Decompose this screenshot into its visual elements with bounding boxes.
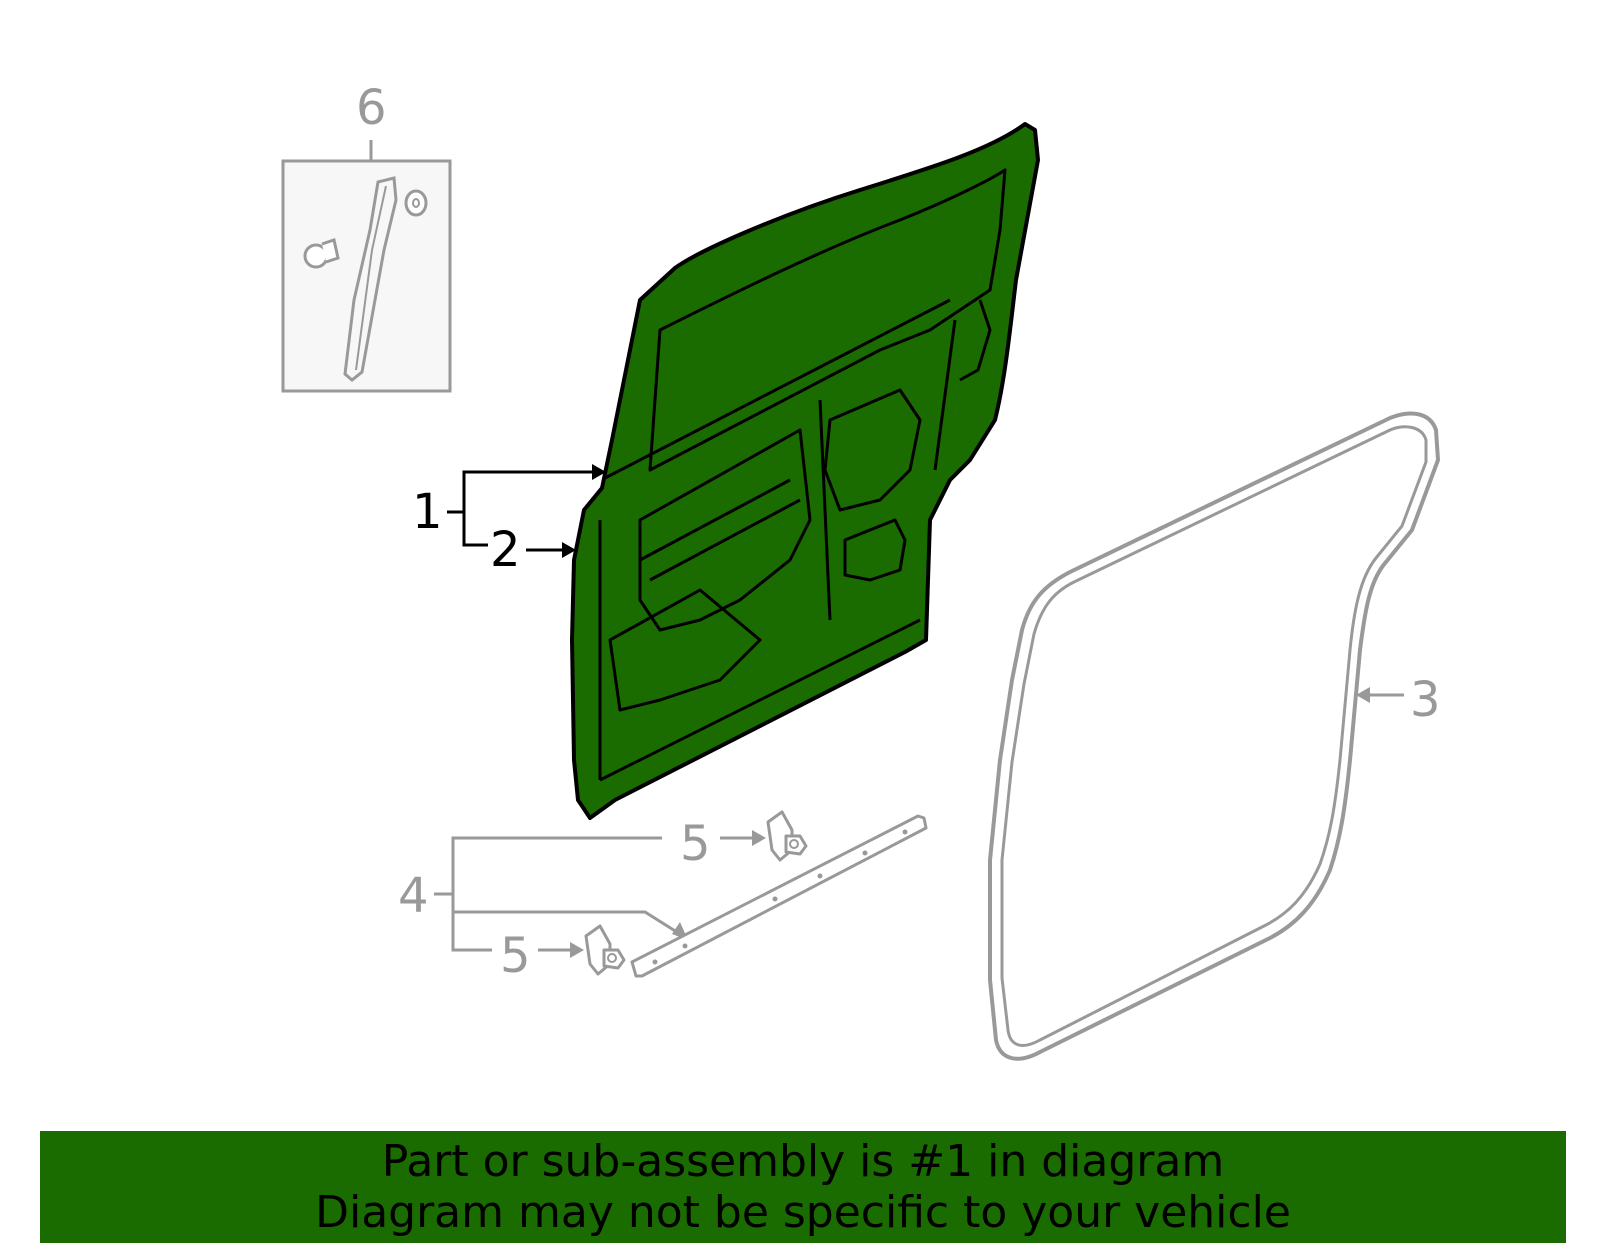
door-lock-area: [959, 299, 992, 382]
callout-1-2-leaders: [447, 464, 606, 558]
door-inner-rib-1: [649, 498, 801, 582]
part-5b-arrowhead: [570, 942, 584, 958]
molding-holes: [652, 829, 908, 965]
door-lower-edge: [599, 618, 921, 782]
part-3-arrowhead: [1356, 687, 1370, 703]
door-window-frame: [648, 168, 1007, 472]
weatherstrip-inner: [1000, 425, 1428, 1047]
part-3-weatherstrip: [988, 411, 1440, 1061]
part-4-bracket: [451, 836, 662, 952]
door-belt-line: [604, 298, 951, 480]
door-inner-panel: [638, 428, 812, 632]
part-4-molding: [630, 814, 928, 978]
part-6-trim-groove: [355, 185, 387, 371]
door-inner-panel-2: [823, 388, 922, 512]
callout-1: 1: [412, 484, 443, 540]
part-6-trim-piece: [343, 176, 398, 382]
callout-3: 3: [1410, 672, 1441, 728]
part-5b-clip-icon: [584, 924, 626, 976]
door-inner-panel-4: [608, 588, 762, 712]
part-5a-arrowhead: [752, 830, 766, 846]
callout-2: 2: [490, 522, 521, 578]
callout-4: 4: [398, 868, 429, 924]
part-4-leader: [453, 910, 681, 936]
callout-5-upper: 5: [680, 816, 711, 872]
door-shell-part-1: [570, 122, 1040, 820]
door-inner-panel-3: [843, 518, 907, 582]
info-banner: Part or sub-assembly is #1 in diagram Di…: [40, 1131, 1566, 1243]
door-inner-rib-2: [639, 478, 791, 562]
weatherstrip-outer: [988, 411, 1440, 1061]
part-6-group: [281, 140, 452, 393]
part-5a-clip-icon: [766, 810, 808, 862]
door-inner-rib-4: [933, 319, 957, 471]
callout-6: 6: [356, 80, 387, 136]
part-6-washer-icon: [404, 189, 428, 217]
callout-5-lower: 5: [500, 928, 531, 984]
door-inner-rib-3: [818, 399, 832, 621]
banner-line-2: Diagram may not be specific to your vehi…: [315, 1187, 1291, 1238]
part-6-clip-icon: [303, 238, 340, 269]
part-4-group: [434, 810, 928, 978]
banner-line-1: Part or sub-assembly is #1 in diagram: [381, 1136, 1225, 1187]
